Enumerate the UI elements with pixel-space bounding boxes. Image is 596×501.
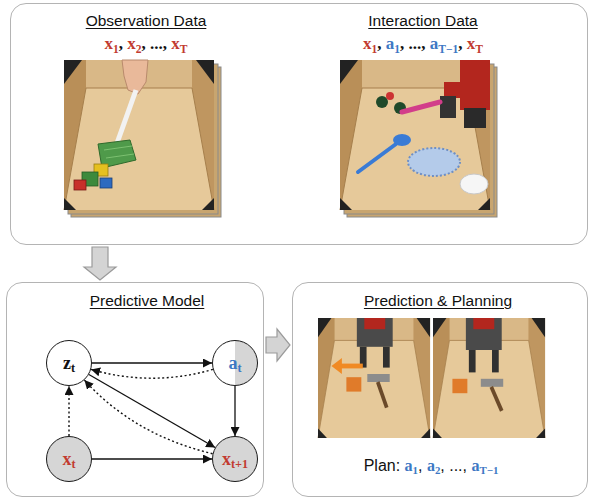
plan-text: Plan: a1, a2, ..., aT−1 <box>364 457 499 475</box>
panel-heading: Observation Data <box>86 12 207 30</box>
prediction-photo <box>433 318 545 438</box>
latent-node: zt <box>46 340 92 386</box>
interaction-photo <box>340 60 497 217</box>
node-label: zt <box>63 353 75 374</box>
math-symbol: aT−1 <box>471 457 498 474</box>
math-symbol: at <box>228 353 241 373</box>
math-symbol: x2 <box>127 34 141 53</box>
math-symbol: xt+1 <box>222 449 248 469</box>
subscript: 2 <box>136 43 142 56</box>
panel-heading: Prediction & Planning <box>364 292 512 310</box>
observation-photo <box>64 60 221 217</box>
node-label: xt+1 <box>222 449 248 470</box>
math-symbol: aT−1 <box>430 34 459 53</box>
planning-panel: Prediction & PlanningPlan: a1, a2, ..., … <box>292 282 588 497</box>
inference-edge <box>84 380 212 454</box>
math-symbol: a1 <box>386 34 400 53</box>
subscript: t <box>237 361 241 375</box>
math-symbol: zt <box>63 353 75 373</box>
subscript: t+1 <box>231 457 248 471</box>
math-symbol: a2 <box>427 457 440 474</box>
sequence-formula: x1, a1, ..., aT−1, xT <box>363 34 483 54</box>
data-panel: Observation Data x1, x2, ..., xT Interacti… <box>10 3 588 245</box>
subscript: 1 <box>394 43 400 56</box>
subscript: T <box>180 43 188 56</box>
observation-node: xt <box>46 436 92 482</box>
sequence-formula: x1, x2, ..., xT <box>104 34 187 54</box>
flow-arrow <box>84 247 116 280</box>
observation-node: xt+1 <box>212 436 258 482</box>
action-node: at <box>212 340 258 386</box>
math-symbol: x1 <box>363 34 377 53</box>
math-symbol: xT <box>171 34 187 53</box>
generative-edge <box>92 362 212 363</box>
panel-heading: Interaction Data <box>368 12 477 30</box>
math-symbol: xt <box>62 449 75 469</box>
model-panel: zt at xt xt+1 Predictive Model <box>6 282 264 497</box>
subscript: T <box>475 43 483 56</box>
generative-edge <box>89 375 215 448</box>
subscript: 2 <box>435 464 440 476</box>
subscript: t <box>71 457 75 471</box>
node-label: xt <box>62 449 75 470</box>
panel-heading: Predictive Model <box>90 292 205 310</box>
math-symbol: a1 <box>405 457 418 474</box>
generative-edge <box>234 386 235 436</box>
generative-edge <box>92 458 212 459</box>
flow-arrow <box>266 329 290 361</box>
subscript: 1 <box>413 464 418 476</box>
math-symbol: xT <box>467 34 483 53</box>
inference-edge <box>91 369 213 378</box>
inference-edge <box>68 386 69 436</box>
subscript: t <box>71 361 75 375</box>
subscript: T−1 <box>438 43 458 56</box>
subscript: 1 <box>371 43 377 56</box>
subscript: T−1 <box>479 464 498 476</box>
node-label: at <box>228 353 241 374</box>
math-symbol: x1 <box>104 34 118 53</box>
subscript: 1 <box>113 43 119 56</box>
prediction-photo <box>318 318 430 438</box>
